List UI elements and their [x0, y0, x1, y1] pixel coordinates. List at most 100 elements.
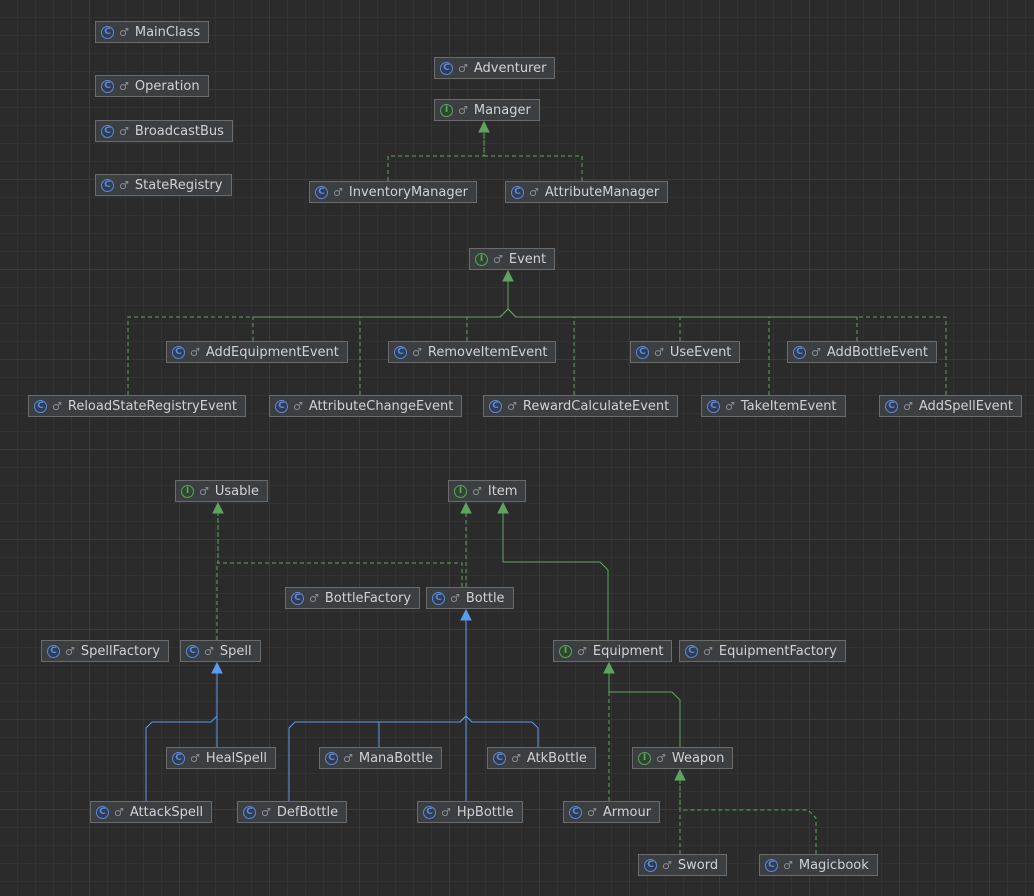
class-node-attribute-change-event[interactable]: C♂AttributeChangeEvent — [269, 395, 463, 417]
class-name: HpBottle — [456, 804, 514, 820]
class-node-attack-spell[interactable]: C♂AttackSpell — [90, 801, 213, 823]
class-node-spell-factory[interactable]: C♂SpellFactory — [41, 640, 170, 662]
class-node-reload-state-registry-event[interactable]: C♂ReloadStateRegistryEvent — [28, 395, 246, 417]
class-name: TakeItemEvent — [740, 398, 837, 414]
class-node-bottle[interactable]: C♂Bottle — [426, 587, 514, 609]
class-name: InventoryManager — [348, 184, 468, 200]
class-node-def-bottle[interactable]: C ♂ DefBottle — [237, 801, 348, 823]
class-node-manager[interactable]: I♂Manager — [434, 99, 540, 121]
class-icon: C — [243, 805, 256, 819]
edge-add-spell-event-to-event — [507, 272, 947, 395]
class-name: ReloadStateRegistryEvent — [67, 398, 237, 414]
edge-attack-spell-to-spell — [145, 664, 218, 801]
class-node-weapon[interactable]: I♂Weapon — [632, 747, 734, 769]
class-name: ManaBottle — [358, 750, 433, 766]
class-node-operation[interactable]: C♂Operation — [95, 75, 209, 97]
class-name: UseEvent — [669, 344, 732, 360]
class-node-add-spell-event[interactable]: C♂AddSpellEvent — [879, 395, 1023, 417]
class-name: AttributeManager — [544, 184, 660, 200]
class-name: DefBottle — [276, 804, 339, 820]
class-name: AttributeChangeEvent — [308, 398, 454, 414]
edge-weapon-to-equipment — [608, 664, 681, 747]
visibility-icon: ♂ — [343, 751, 353, 765]
class-name: AddEquipmentEvent — [205, 344, 339, 360]
class-node-event[interactable]: I♂Event — [469, 248, 556, 270]
visibility-icon: ♂ — [65, 644, 75, 658]
visibility-icon: ♂ — [190, 345, 200, 359]
class-node-hp-bottle[interactable]: C♂HpBottle — [417, 801, 523, 823]
arrowhead-manager — [478, 120, 490, 133]
class-node-use-event[interactable]: C♂UseEvent — [630, 341, 741, 363]
class-node-main-class[interactable]: C♂MainClass — [95, 21, 210, 43]
class-node-remove-item-event[interactable]: C♂RemoveItemEvent — [388, 341, 557, 363]
class-node-add-bottle-event[interactable]: C♂AddBottleEvent — [787, 341, 937, 363]
visibility-icon: ♂ — [114, 805, 124, 819]
class-icon: C — [707, 399, 720, 413]
visibility-icon: ♂ — [662, 858, 672, 872]
class-node-add-equipment-event[interactable]: C♂AddEquipmentEvent — [166, 341, 348, 363]
visibility-icon: ♂ — [293, 399, 303, 413]
arrowhead-item — [497, 501, 509, 514]
class-icon: C — [636, 345, 649, 359]
class-node-usable[interactable]: I♂Usable — [175, 480, 268, 502]
edge-reload-state-registry-event-to-event — [127, 272, 509, 395]
class-icon: C — [101, 178, 114, 192]
class-node-bottle-factory[interactable]: C♂BottleFactory — [285, 587, 421, 609]
visibility-icon: ♂ — [458, 103, 468, 117]
class-node-item[interactable]: I♂Item — [448, 480, 527, 502]
class-node-equipment[interactable]: I♂Equipment — [553, 640, 673, 662]
class-node-heal-spell[interactable]: C♂HealSpell — [166, 747, 276, 769]
edge-atk-bottle-to-bottle — [465, 611, 539, 747]
class-node-mana-bottle[interactable]: C♂ManaBottle — [319, 747, 442, 769]
class-node-attribute-manager[interactable]: C♂AttributeManager — [505, 181, 669, 203]
class-icon: C — [101, 25, 114, 39]
class-node-adventurer[interactable]: C♂Adventurer — [434, 57, 556, 79]
class-node-atk-bottle[interactable]: C♂AtkBottle — [487, 747, 596, 769]
class-node-spell[interactable]: C♂Spell — [180, 640, 261, 662]
visibility-icon: ♂ — [333, 185, 343, 199]
class-icon: C — [493, 751, 506, 765]
edge-take-item-event-to-event — [507, 272, 770, 395]
edge-use-event-to-event — [507, 272, 681, 341]
class-name: Bottle — [465, 590, 505, 606]
edge-equipment-to-item — [502, 504, 609, 640]
edge-remove-item-event-to-event — [466, 272, 509, 341]
visibility-icon: ♂ — [511, 751, 521, 765]
edge-bottle-to-usable — [217, 504, 463, 587]
class-icon: C — [101, 79, 114, 93]
interface-icon: I — [559, 644, 572, 658]
class-node-equipment-factory[interactable]: C♂EquipmentFactory — [679, 640, 846, 662]
class-icon: C — [685, 644, 698, 658]
class-name: Usable — [214, 483, 259, 499]
class-icon: C — [172, 751, 185, 765]
class-node-reward-calculate-event[interactable]: C♂RewardCalculateEvent — [483, 395, 679, 417]
class-node-armour[interactable]: C♂Armour — [563, 801, 661, 823]
class-node-sword[interactable]: C♂Sword — [638, 854, 728, 876]
arrowhead-spell — [211, 661, 223, 674]
class-node-inventory-manager[interactable]: C♂InventoryManager — [309, 181, 477, 203]
edge-attribute-manager-to-manager — [483, 123, 583, 181]
class-name: Event — [508, 251, 547, 267]
arrowhead-event — [502, 269, 514, 282]
class-node-magicbook[interactable]: C♂Magicbook — [759, 854, 878, 876]
class-name: HealSpell — [205, 750, 267, 766]
class-icon: C — [34, 399, 47, 413]
class-icon: C — [47, 644, 60, 658]
class-icon: C — [765, 858, 778, 872]
edge-inventory-manager-to-manager — [387, 123, 485, 181]
visibility-icon: ♂ — [507, 399, 517, 413]
visibility-icon: ♂ — [529, 185, 539, 199]
class-name: Spell — [219, 643, 252, 659]
visibility-icon: ♂ — [119, 25, 129, 39]
class-node-broadcast-bus[interactable]: C♂BroadcastBus — [95, 120, 233, 142]
class-name: Equipment — [592, 643, 664, 659]
arrowhead-weapon — [674, 768, 686, 781]
visibility-icon: ♂ — [587, 805, 597, 819]
edge-attribute-change-event-to-event — [359, 272, 509, 395]
class-icon: C — [432, 591, 445, 605]
visibility-icon: ♂ — [441, 805, 451, 819]
class-name: Magicbook — [798, 857, 869, 873]
class-node-state-registry[interactable]: C♂StateRegistry — [95, 174, 232, 196]
visibility-icon: ♂ — [261, 805, 271, 819]
class-node-take-item-event[interactable]: C♂TakeItemEvent — [701, 395, 846, 417]
